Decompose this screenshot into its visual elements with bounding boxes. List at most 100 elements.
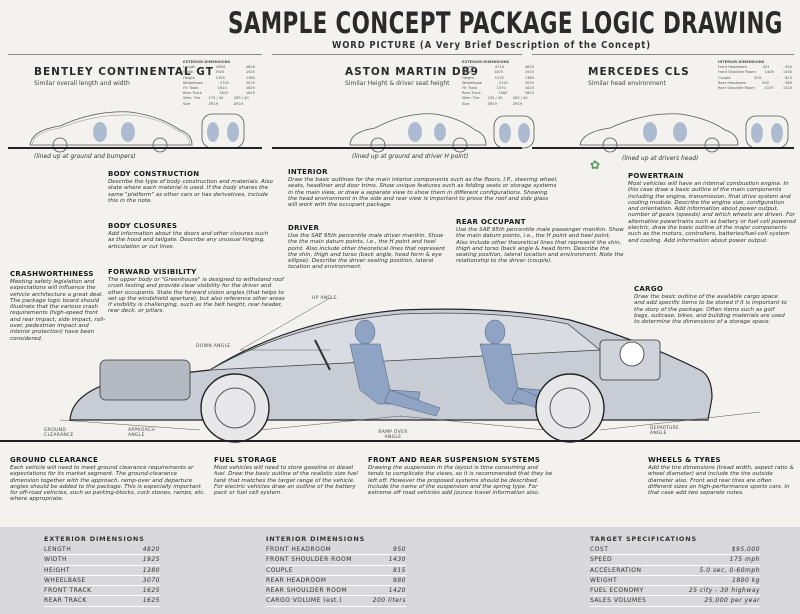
down-angle-label: DOWN ANGLE — [196, 344, 231, 349]
forward-visibility-note: FORWARD VISIBILITY The upper body or "Gr… — [108, 268, 286, 315]
cargo-note: CARGO Draw the basic outline of the avai… — [634, 285, 790, 325]
note-title: INTERIOR — [288, 168, 328, 176]
reference-aston-caption: (lined up at ground and driver H point) — [352, 153, 469, 160]
departure-angle-label: DEPARTURE ANGLE — [650, 426, 680, 436]
reference-bentley-title: BENTLEY CONTINENTAL GT — [34, 66, 214, 78]
note-text: Draw the basic outlines for the main int… — [288, 177, 558, 209]
body-closures-note: BODY CLOSURES Add information about the … — [108, 222, 276, 250]
note-text: Each vehicle will need to meet ground cl… — [10, 465, 206, 503]
note-title: FUEL STORAGE — [214, 456, 277, 464]
reference-bentley-caption: (lined up at ground and bumpers) — [34, 153, 136, 160]
ground-line — [532, 147, 794, 149]
note-text: Meeting safety legislation and expectati… — [10, 279, 106, 342]
spec-row: CARGO VOLUME (est.)200 liters — [266, 596, 406, 607]
note-title: CRASHWORTHINESS — [10, 270, 94, 278]
divider — [532, 54, 794, 55]
flower-decoration-icon: ✿ — [590, 158, 601, 172]
rear-occupant-note: REAR OCCUPANT Use the SAE 95th percentil… — [456, 218, 624, 265]
note-title: FRONT AND REAR SUSPENSION SYSTEMS — [368, 456, 541, 464]
ground-line — [8, 147, 262, 149]
spec-title: INTERIOR DIMENSIONS — [266, 535, 366, 543]
note-text: Most vehicles will have an internal comb… — [628, 181, 796, 244]
spec-panel — [0, 527, 800, 614]
note-text: Add information about the doors and othe… — [108, 231, 269, 250]
reference-mercedes-title: MERCEDES CLS — [588, 66, 690, 78]
note-title: CARGO — [634, 285, 664, 293]
ground-line — [272, 147, 522, 149]
note-text: Use the SAE 95th percentile male driver … — [288, 233, 446, 271]
note-text: Draw the basic outline of the available … — [634, 294, 787, 326]
note-text: Add the tire dimensions (tread width, as… — [648, 465, 794, 497]
note-text: Use the SAE 95th percentile male passeng… — [456, 227, 624, 265]
table-header: EXTERIOR DIMENSIONS — [462, 60, 510, 64]
main-package-drawing — [59, 297, 761, 443]
crashworthiness-note: CRASHWORTHINESS Meeting safety legislati… — [10, 270, 108, 342]
approach-angle-label: APPROACH ANGLE — [128, 428, 156, 438]
body-construction-note: BODY CONSTRUCTION Describe the type of b… — [108, 170, 280, 204]
reference-bentley-note: Similar overall length and width — [34, 80, 130, 87]
page-title: SAMPLE CONCEPT PACKAGE LOGIC DRAWING — [228, 6, 783, 40]
note-text: Describe the type of body construction a… — [108, 179, 273, 204]
reference-mercedes-drawing — [579, 113, 789, 153]
interior-note: INTERIOR Draw the basic outlines for the… — [288, 168, 558, 208]
driver-note: DRIVER Use the SAE 95th percentile male … — [288, 224, 450, 271]
divider — [272, 54, 522, 55]
page-subtitle: WORD PICTURE (A Very Brief Description o… — [332, 40, 651, 51]
spec-title: TARGET SPECIFICATIONS — [590, 535, 697, 543]
suspension-note: FRONT AND REAR SUSPENSION SYSTEMS Drawin… — [368, 456, 554, 496]
note-text: The upper body or "Greenhouse" is design… — [108, 277, 285, 315]
reference-mercedes-caption: (lined up at drivers head) — [622, 155, 699, 162]
note-title: BODY CONSTRUCTION — [108, 170, 200, 178]
note-title: POWERTRAIN — [628, 172, 684, 180]
wheels-tyres-note: WHEELS & TYRES Add the tire dimensions (… — [648, 456, 796, 496]
reference-bentley-drawing — [29, 111, 245, 153]
note-title: GROUND CLEARANCE — [10, 456, 99, 464]
note-title: DRIVER — [288, 224, 320, 232]
divider — [8, 54, 262, 55]
reference-aston-note: Similar Height & driver seat height — [345, 80, 450, 87]
fuel-storage-note: FUEL STORAGE Most vehicles will need to … — [214, 456, 362, 496]
ground-clearance-label: GROUND CLEARANCE — [44, 428, 74, 438]
reference-aston-title: ASTON MARTIN DB9 — [345, 66, 479, 78]
reference-mercedes-note: Similar head environment — [588, 80, 666, 87]
reference-aston-drawing — [349, 113, 535, 153]
note-text: Most vehicles will need to store gasolin… — [214, 465, 358, 497]
note-title: FORWARD VISIBILITY — [108, 268, 197, 276]
table-header: INTERIOR DIMENSIONS — [718, 60, 765, 64]
ramp-over-angle-label: RAMP OVER ANGLE — [378, 430, 408, 440]
ground-line-main — [0, 440, 800, 442]
note-title: BODY CLOSURES — [108, 222, 178, 230]
